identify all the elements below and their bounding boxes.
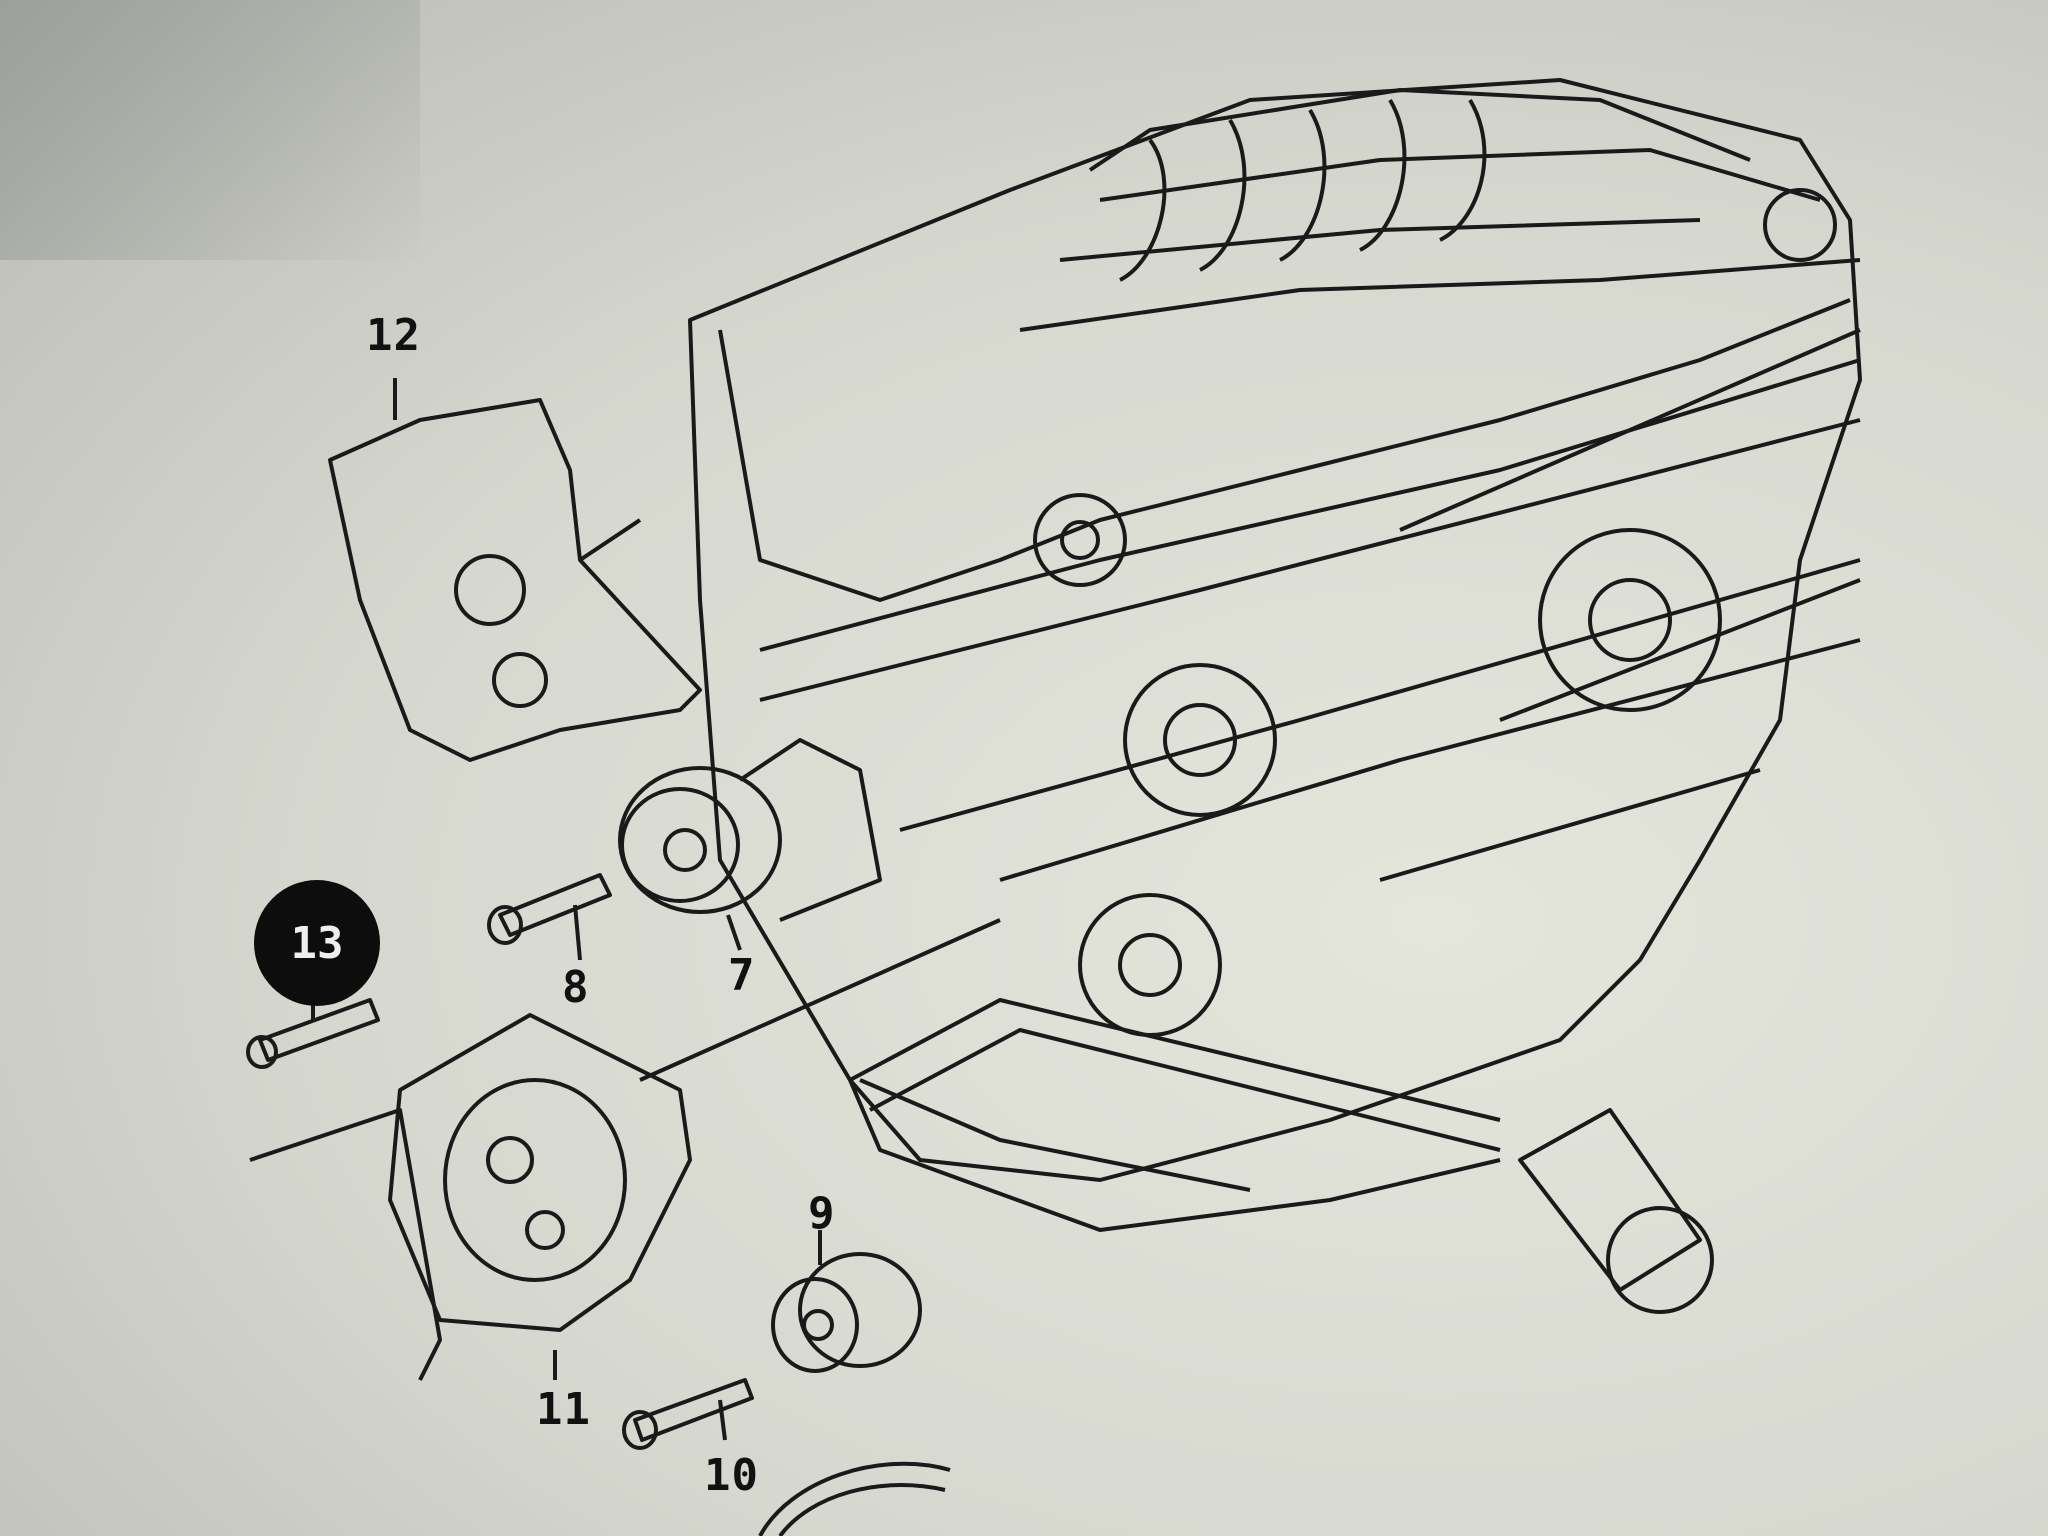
- callout-12: 12: [366, 310, 421, 361]
- part-12-timing-cover: [328, 378, 702, 762]
- callout-8: 8: [562, 962, 590, 1013]
- part-13-bolt: [246, 998, 380, 1069]
- callout-9: 9: [808, 1188, 836, 1239]
- part-7-idler-pulley: [618, 738, 882, 951]
- engine-block: [688, 78, 1862, 1314]
- drive-belt: [758, 1461, 951, 1536]
- callout-7: 7: [728, 950, 756, 1001]
- screen-glare: [0, 0, 420, 260]
- part-8-bolt: [487, 873, 612, 961]
- part-9-pulley: [771, 1230, 922, 1373]
- part-10-bolt: [622, 1378, 754, 1450]
- part-11-tensioner: [249, 918, 1001, 1381]
- callout-13-highlighted[interactable]: 13: [254, 880, 380, 1006]
- callout-11: 11: [536, 1384, 591, 1435]
- callout-10: 10: [704, 1450, 759, 1501]
